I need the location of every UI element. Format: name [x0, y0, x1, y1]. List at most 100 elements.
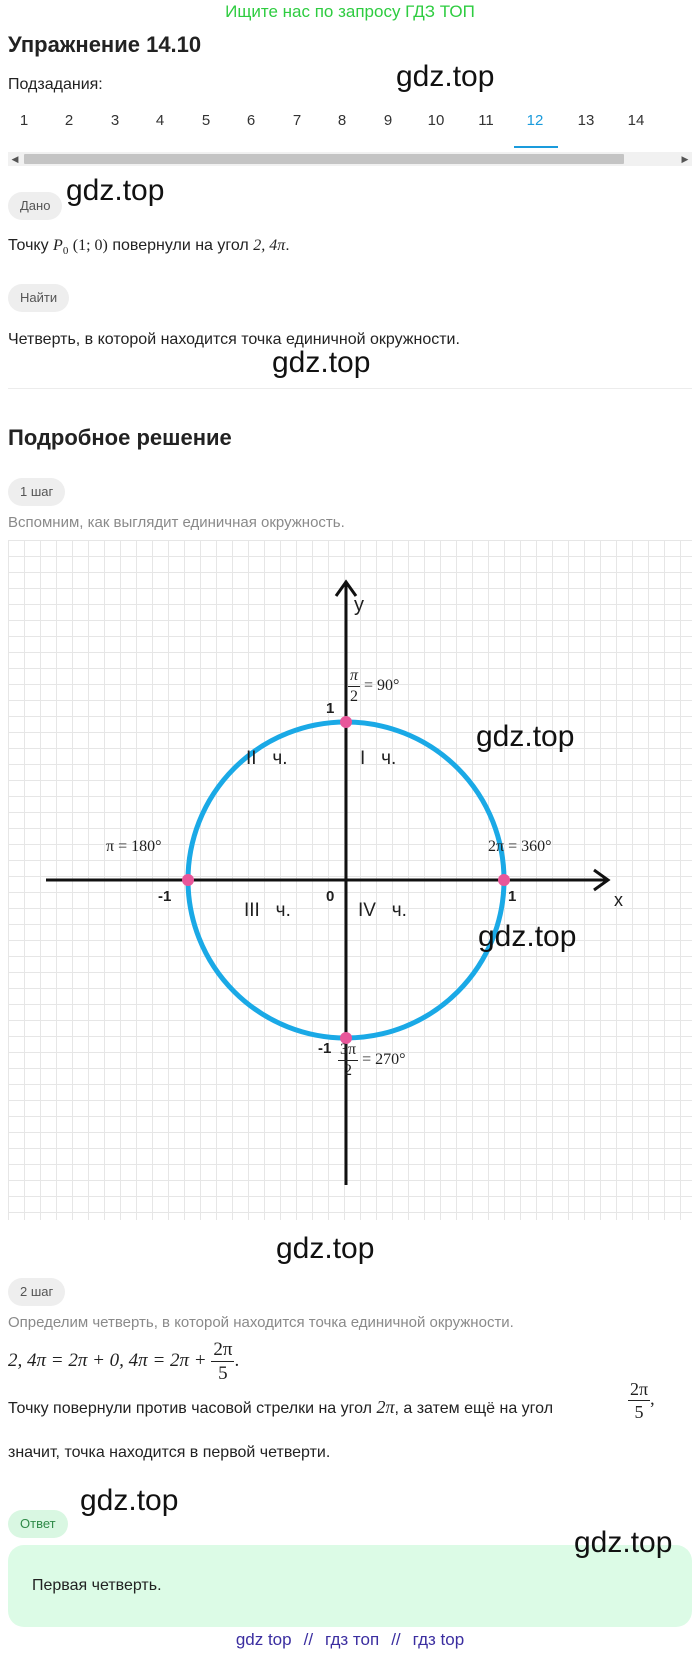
subtask-tabs: 1 2 3 4 5 6 7 8 9 10 11 12 13 14 [8, 112, 692, 152]
step2-text: Определим четверть, в которой находится … [8, 1314, 514, 1331]
point-180 [182, 874, 194, 886]
x-axis-arrow-icon [593, 868, 611, 892]
origin-label: 0 [326, 888, 335, 905]
quadrant-1-label: I ч. [360, 748, 397, 769]
watermark: gdz.top [396, 60, 495, 93]
given-badge: Дано [8, 192, 63, 220]
step1-badge: 1 шаг [8, 478, 66, 506]
watermark: gdz.top [574, 1526, 673, 1559]
label-360: 2π = 360° [488, 838, 552, 855]
tab-8[interactable]: 8 [337, 112, 347, 129]
sentence-den: 5 [634, 1402, 644, 1422]
tab-13[interactable]: 13 [577, 112, 595, 129]
tick-neg-x: -1 [158, 888, 172, 905]
tick-neg-y: -1 [318, 1040, 332, 1057]
given-text-middle: повернули на угол [107, 237, 254, 254]
watermark: gdz.top [476, 720, 575, 753]
sentence-num: 2π [628, 1379, 651, 1401]
sentence-middle: , а затем ещё на угол [394, 1400, 554, 1417]
answer-box: Первая четверть. [8, 1545, 692, 1627]
footer-link-2[interactable]: гдз топ [325, 1630, 380, 1649]
solution-title: Подробное решение [8, 425, 232, 450]
point-90 [340, 716, 352, 728]
tab-11[interactable]: 11 [478, 112, 494, 129]
find-badge: Найти [8, 284, 70, 312]
tab-7[interactable]: 7 [292, 112, 302, 129]
point-coords: (1; 0) [72, 237, 108, 254]
given-angle: 2, 4π [253, 237, 286, 254]
footer-links: gdz top // гдз топ // гдз top [0, 1630, 700, 1650]
divider [8, 388, 692, 389]
tab-4[interactable]: 4 [155, 112, 165, 129]
quadrant-2-label: II ч. [246, 748, 288, 769]
page-title: Упражнение 14.10 [8, 32, 202, 57]
given-text: Точку P0 (1; 0) повернули на угол 2, 4π. [8, 235, 290, 262]
find-text: Четверть, в которой находится точка един… [8, 331, 460, 348]
point-360 [498, 874, 510, 886]
scroll-left-icon[interactable]: ◀ [11, 154, 19, 164]
watermark: gdz.top [478, 920, 577, 953]
footer-sep-2: // [391, 1630, 401, 1649]
footer-link-1[interactable]: gdz top [235, 1630, 292, 1649]
footer-sep-1: // [303, 1630, 314, 1649]
sentence-before: Точку повернули против часовой стрелки н… [8, 1400, 377, 1417]
tab-10[interactable]: 10 [427, 112, 445, 129]
tab-3[interactable]: 3 [110, 112, 120, 129]
unit-circle-svg [46, 579, 611, 1185]
scroll-right-icon[interactable]: ▶ [681, 154, 689, 164]
label-90-den: 2 [350, 688, 358, 705]
step1-text: Вспомним, как выглядит единичная окружно… [8, 514, 345, 531]
step2-conclusion: значит, точка находится в первой четверт… [8, 1444, 331, 1461]
step2-badge: 2 шаг [8, 1278, 66, 1306]
tab-1[interactable]: 1 [19, 112, 29, 129]
y-axis-arrow-icon [334, 579, 358, 597]
label-180: π = 180° [106, 838, 162, 855]
subtasks-label: Подзадания: [8, 76, 103, 93]
point-270 [340, 1032, 352, 1044]
tab-5[interactable]: 5 [201, 112, 211, 129]
top-banner: Ищите нас по запросу ГДЗ ТОП [225, 2, 475, 21]
quadrant-4-label: IV ч. [358, 900, 407, 921]
x-axis-label: x [614, 890, 623, 910]
tick-pos-y: 1 [326, 700, 335, 717]
scroll-thumb[interactable] [24, 154, 624, 164]
quadrant-3-label: III ч. [244, 900, 291, 921]
sentence-angle: 2π [376, 1397, 395, 1417]
sentence-end: , [650, 1388, 655, 1409]
step2-sentence: Точку повернули против часовой стрелки н… [8, 1396, 553, 1420]
active-tab-indicator [514, 146, 558, 148]
given-text-before: Точку [8, 237, 54, 254]
watermark: gdz.top [272, 346, 371, 379]
point-symbol: P [53, 237, 63, 254]
answer-text: Первая четверть. [32, 1577, 162, 1594]
label-270-den: 2 [344, 1062, 353, 1079]
label-90-rest: = 90° [364, 677, 400, 695]
given-text-after: . [285, 237, 290, 254]
answer-badge: Ответ [8, 1510, 68, 1538]
equation-end: . [234, 1349, 240, 1371]
equation-num: 2π [211, 1339, 235, 1362]
watermark: gdz.top [80, 1484, 179, 1517]
label-90-num: π [348, 668, 361, 687]
equation-den: 5 [218, 1363, 228, 1384]
label-270-num: 3π [338, 1042, 359, 1061]
watermark: gdz.top [276, 1232, 375, 1265]
tab-2[interactable]: 2 [64, 112, 74, 129]
tab-6[interactable]: 6 [246, 112, 256, 129]
label-270-rest: = 270° [362, 1051, 406, 1069]
tab-9[interactable]: 9 [383, 112, 393, 129]
tabs-scrollbar[interactable]: ◀ ▶ [8, 152, 692, 166]
equation-left: 2, 4π = 2π + 0, 4π = 2π + [8, 1349, 212, 1371]
tab-14[interactable]: 14 [627, 112, 645, 129]
tick-pos-x: 1 [508, 888, 517, 905]
footer-link-3[interactable]: гдз top [412, 1630, 465, 1649]
y-axis-label: y [354, 594, 364, 616]
point-subscript: 0 [62, 245, 69, 258]
watermark: gdz.top [66, 174, 165, 207]
tab-12[interactable]: 12 [526, 112, 544, 129]
